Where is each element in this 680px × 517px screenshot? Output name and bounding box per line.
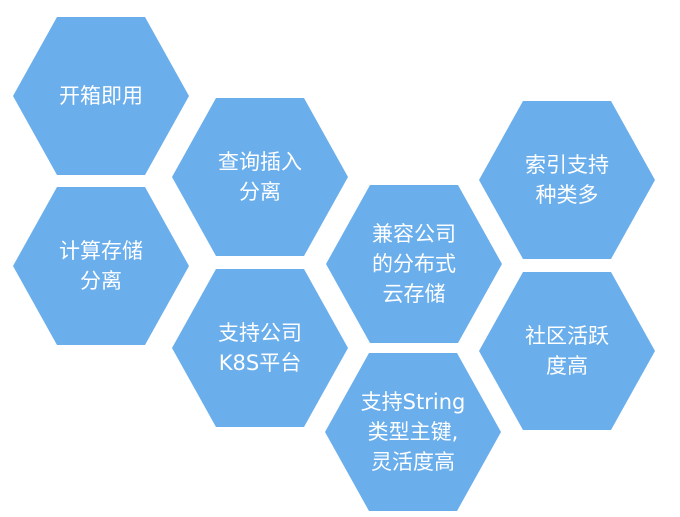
hexagon-shape [172, 98, 348, 256]
hexagon-string-primary-key: 支持String 类型主键, 灵活度高 [325, 353, 501, 511]
hexagon-shape [479, 101, 655, 259]
hexagon-label-line: 计算存储 [59, 239, 143, 263]
hexagon-label-line: 类型主键, [368, 420, 459, 444]
hexagon-label-line: 支持String [361, 390, 466, 414]
hexagon-label-line: K8S平台 [219, 351, 301, 375]
hexagon-label-line: 度高 [546, 354, 588, 378]
hexagon-shape [479, 272, 655, 430]
hexagon-label-line: 种类多 [536, 183, 599, 207]
hexagon-label-line: 索引支持 [525, 153, 609, 177]
hexagon-label-line: 云存储 [383, 282, 446, 306]
hexagon-label-line: 社区活跃 [525, 324, 609, 348]
hexagon-label-line: 兼容公司 [372, 222, 456, 246]
hexagon-out-of-box: 开箱即用 [13, 17, 189, 175]
hexagon-shape [326, 185, 502, 343]
hexagon-shape [325, 353, 501, 511]
hexagon-shape [13, 187, 189, 345]
hexagon-label-line: 灵活度高 [371, 450, 455, 474]
hexagon-label-line: 支持公司 [218, 321, 302, 345]
hexagon-company-k8s-platform: 支持公司 K8S平台 [172, 269, 348, 427]
hexagon-label-line: 分离 [80, 269, 122, 293]
hexagon-label-line: 的分布式 [372, 252, 456, 276]
hexagon-label-line: 开箱即用 [59, 84, 143, 108]
hexagon-shape [13, 17, 189, 175]
hexagon-label-line: 分离 [239, 180, 281, 204]
hexagon-label-line: 查询插入 [218, 150, 302, 174]
hexagon-shape [172, 269, 348, 427]
hexagon-group: 开箱即用查询插入分离计算存储分离支持公司K8S平台兼容公司的分布式云存储支持St… [13, 17, 655, 511]
